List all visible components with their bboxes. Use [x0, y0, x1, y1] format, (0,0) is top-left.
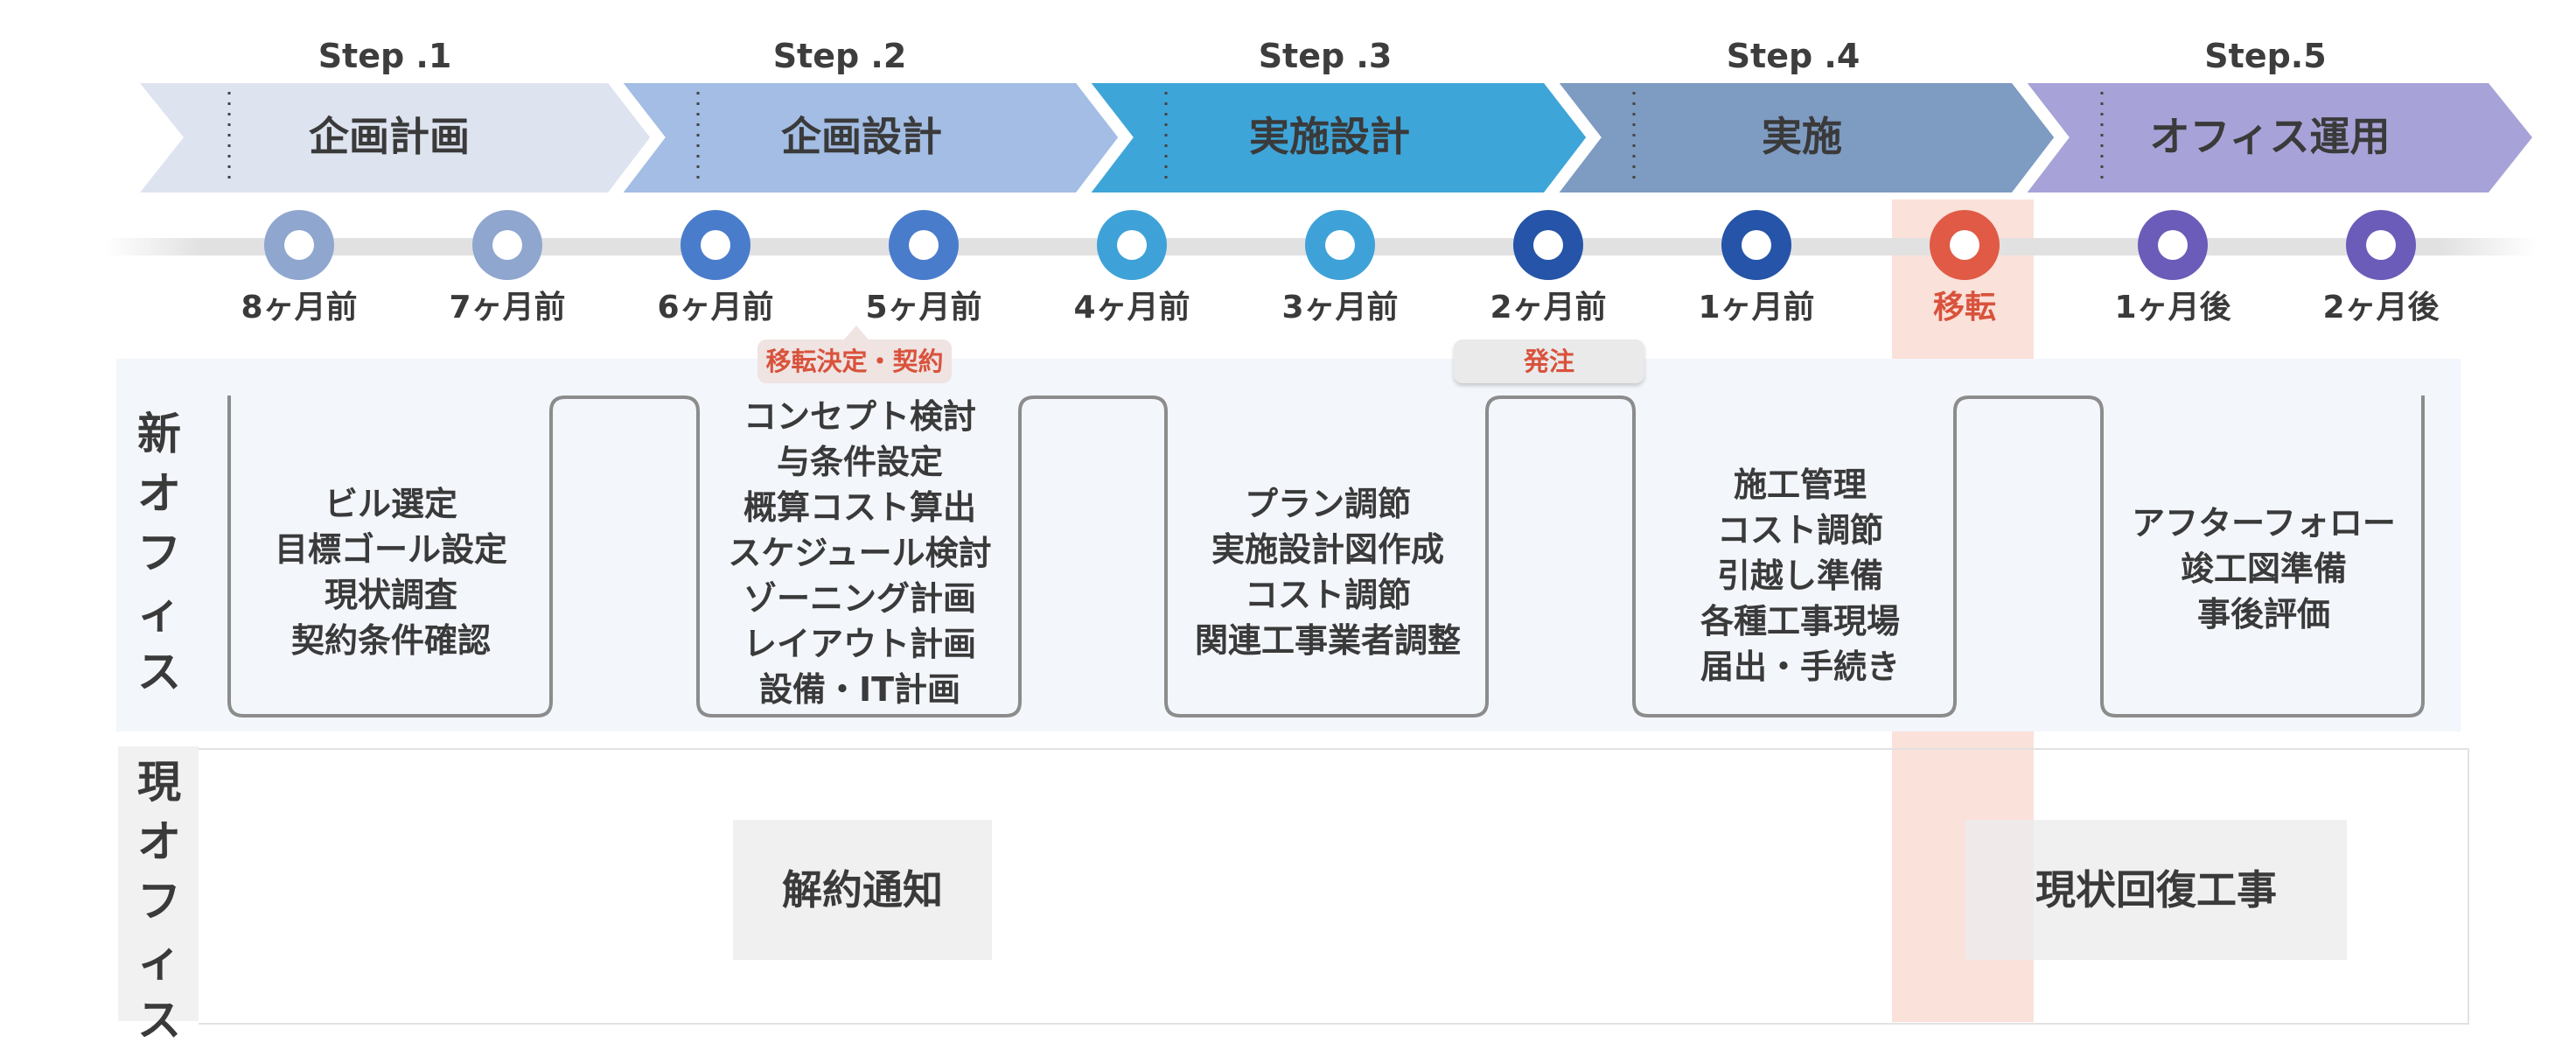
flow-line [227, 396, 2425, 718]
phase-name-2: 企画設計 [781, 113, 942, 160]
badge-contract: 移転決定・契約 [757, 340, 952, 383]
task-item: スケジュール検討 [728, 534, 992, 572]
task-item: 概算コスト算出 [743, 488, 976, 527]
task-restoration: 現状回復工事 [1965, 820, 2347, 960]
phase-name-1: 企画計画 [309, 113, 470, 160]
task-item: コンセプト検討 [743, 397, 976, 436]
task-item: コスト調節 [1244, 576, 1411, 614]
month-label: 7ヶ月前 [449, 290, 566, 326]
timeline-dot-7m [472, 210, 542, 280]
task-item: 現状調査 [324, 576, 457, 614]
tasks-step-1: ビル選定 目標ゴール設定 現状調査 契約条件確認 [247, 481, 535, 663]
task-item: 実施設計図作成 [1211, 530, 1444, 569]
row-label-new-office: 新オフィス [137, 409, 181, 697]
task-item: 契約条件確認 [290, 621, 491, 660]
task-item: 事後評価 [2196, 595, 2330, 634]
month-label: 3ヶ月前 [1281, 290, 1399, 326]
timeline-dot-3m [1305, 210, 1375, 280]
phase-chevrons [140, 74, 2532, 201]
task-item: 竣工図準備 [2180, 550, 2347, 588]
month-label-relocation: 移転 [1932, 290, 1996, 326]
chevron-step-1 [140, 83, 660, 192]
task-item: レイアウト計画 [743, 625, 976, 663]
step-label-2: Step .2 [772, 37, 907, 75]
timeline-dots [264, 210, 2416, 280]
tasks-step-4: 施工管理 コスト調節 引越し準備 各種工事現場 届出・手続き [1647, 462, 1953, 690]
month-label: 4ヶ月前 [1073, 290, 1190, 326]
timeline-dot-2m [1513, 210, 1583, 280]
chevron-step-2 [608, 83, 1128, 192]
tasks-step-3: プラン調節 実施設計図作成 コスト調節 関連工事業者調整 [1175, 481, 1481, 663]
step-label-1: Step .1 [318, 37, 452, 75]
task-item: 関連工事業者調整 [1194, 621, 1461, 660]
task-item: 届出・手続き [1700, 648, 1900, 686]
timeline-dot-8m [264, 210, 334, 280]
task-item: ゾーニング計画 [743, 579, 976, 618]
timeline-dot-relocation [1930, 210, 2000, 280]
timeline-dot-5m [889, 210, 959, 280]
month-label: 2ヶ月後 [2322, 290, 2440, 326]
task-item: 引越し準備 [1716, 556, 1883, 595]
task-item: アフターフォロー [2132, 504, 2396, 542]
chevron-step-3 [1076, 83, 1596, 192]
task-item: 与条件設定 [776, 443, 943, 481]
row-label-current-office: 現オフィス [137, 757, 181, 1046]
month-label: 6ヶ月前 [657, 290, 774, 326]
month-label: 2ヶ月前 [1490, 290, 1607, 326]
tasks-step-5: アフターフォロー 竣工図準備 事後評価 [2111, 500, 2417, 637]
month-label: 5ヶ月前 [865, 290, 982, 326]
task-item: コスト調節 [1716, 511, 1883, 550]
task-item: ビル選定 [324, 485, 457, 523]
timeline-dot-1m [1721, 210, 1791, 280]
badge-contract-pointer [844, 326, 869, 340]
chevron-step-4 [1544, 83, 2064, 192]
current-office-panel [199, 748, 2469, 1025]
task-item: 設備・IT計画 [758, 670, 961, 709]
task-cancel-notice: 解約通知 [733, 820, 992, 960]
task-item: プラン調節 [1244, 485, 1411, 523]
timeline-dot-1m-after [2138, 210, 2208, 280]
current-office-label-bg [118, 746, 199, 1021]
timeline-dot-4m [1097, 210, 1167, 280]
step-label-5: Step.5 [2204, 37, 2327, 75]
phase-name-3: 実施設計 [1249, 113, 1410, 160]
timeline-dot-2m-after [2346, 210, 2416, 280]
step-label-3: Step .3 [1258, 37, 1393, 75]
month-label: 1ヶ月後 [2114, 290, 2231, 326]
timeline-dot-6m [681, 210, 750, 280]
task-item: 目標ゴール設定 [274, 530, 507, 569]
new-office-panel [116, 359, 2461, 732]
tasks-step-2: コンセプト検討 与条件設定 概算コスト算出 スケジュール検討 ゾーニング計画 レ… [707, 394, 1013, 712]
task-item: 各種工事現場 [1700, 602, 1900, 640]
month-label: 8ヶ月前 [241, 290, 358, 326]
month-label: 1ヶ月前 [1698, 290, 1815, 326]
phase-name-5: オフィス運用 [2149, 113, 2391, 160]
chevron-step-5 [2012, 83, 2532, 192]
phase-name-4: 実施 [1762, 113, 1842, 160]
step-label-4: Step .4 [1726, 37, 1860, 75]
task-item: 施工管理 [1733, 466, 1867, 504]
badge-order: 発注 [1454, 340, 1644, 383]
